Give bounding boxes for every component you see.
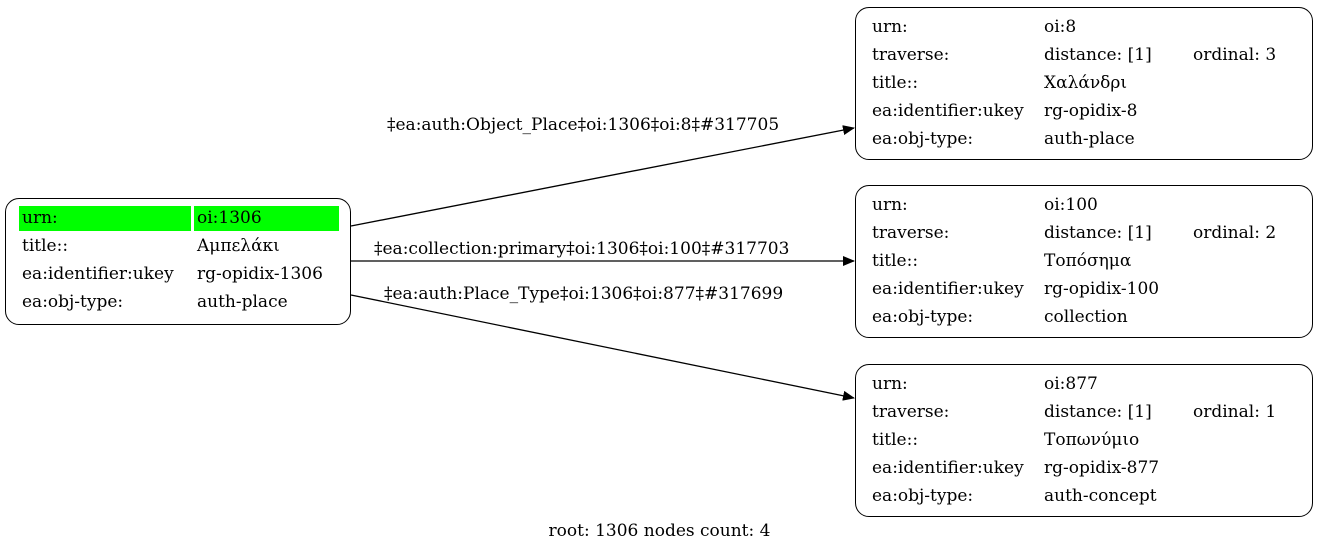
title-value: Χαλάνδρι <box>1044 73 1128 93</box>
ukey-value: rg-opidix-877 <box>1044 458 1160 478</box>
root-urn-value: oi:1306 <box>194 206 339 231</box>
root-type-value: auth-place <box>197 292 288 312</box>
title-key: title:: <box>872 430 919 450</box>
urn-key: urn: <box>872 195 908 215</box>
distance-value: distance: [1] <box>1044 402 1152 422</box>
node-oi-8[interactable]: urn: oi:8 traverse: distance: [1] ordina… <box>855 7 1313 160</box>
edge-object-place[interactable] <box>350 125 855 227</box>
root-urn-key: urn: <box>19 206 191 231</box>
type-value: auth-place <box>1044 129 1135 149</box>
traverse-key: traverse: <box>872 45 950 65</box>
urn-key: urn: <box>872 17 908 37</box>
type-key: ea:obj-type: <box>872 486 974 506</box>
ukey-key: ea:identifier:ukey <box>872 279 1024 299</box>
distance-value: distance: [1] <box>1044 45 1152 65</box>
ukey-key: ea:identifier:ukey <box>872 101 1024 121</box>
ordinal-value: ordinal: 3 <box>1193 45 1277 65</box>
root-row-ukey: ea:identifier:ukey rg-opidix-1306 <box>19 262 341 287</box>
ukey-value: rg-opidix-8 <box>1044 101 1138 121</box>
root-row-title: title:: Αμπελάκι <box>19 234 341 259</box>
title-value: Τοπόσημα <box>1044 251 1132 271</box>
node-oi-877[interactable]: urn: oi:877 traverse: distance: [1] ordi… <box>855 364 1313 517</box>
edge-label-collection-primary: ‡ea:collection:primary‡oi:1306‡oi:100‡#3… <box>374 239 790 259</box>
root-node[interactable]: urn: oi:1306 title:: Αμπελάκι ea:identif… <box>5 198 351 325</box>
type-value: auth-concept <box>1044 486 1157 506</box>
ukey-key: ea:identifier:ukey <box>872 458 1024 478</box>
title-value: Τοπωνύμιο <box>1044 430 1140 450</box>
edge-label-place-type: ‡ea:auth:Place_Type‡oi:1306‡oi:877‡#3176… <box>384 284 784 304</box>
ordinal-value: ordinal: 1 <box>1193 402 1277 422</box>
title-key: title:: <box>872 251 919 271</box>
root-title-value: Αμπελάκι <box>197 236 280 256</box>
type-value: collection <box>1044 307 1128 327</box>
urn-value: oi:8 <box>1044 17 1077 37</box>
urn-value: oi:100 <box>1044 195 1098 215</box>
root-ukey-key: ea:identifier:ukey <box>22 264 174 284</box>
title-key: title:: <box>872 73 919 93</box>
edge-place-type[interactable] <box>350 294 855 401</box>
edge-label-object-place: ‡ea:auth:Object_Place‡oi:1306‡oi:8‡#3177… <box>387 115 780 135</box>
root-type-key: ea:obj-type: <box>22 292 124 312</box>
graph-footer: root: 1306 nodes count: 4 <box>548 521 771 541</box>
urn-key: urn: <box>872 374 908 394</box>
ordinal-value: ordinal: 2 <box>1193 223 1277 243</box>
type-key: ea:obj-type: <box>872 307 974 327</box>
type-key: ea:obj-type: <box>872 129 974 149</box>
root-title-key: title:: <box>22 236 69 256</box>
root-ukey-value: rg-opidix-1306 <box>197 264 323 284</box>
distance-value: distance: [1] <box>1044 223 1152 243</box>
traverse-key: traverse: <box>872 402 950 422</box>
traverse-key: traverse: <box>872 223 950 243</box>
node-oi-100[interactable]: urn: oi:100 traverse: distance: [1] ordi… <box>855 185 1313 338</box>
ukey-value: rg-opidix-100 <box>1044 279 1160 299</box>
root-row-urn: urn: oi:1306 <box>19 206 341 231</box>
urn-value: oi:877 <box>1044 374 1098 394</box>
root-row-type: ea:obj-type: auth-place <box>19 290 341 315</box>
